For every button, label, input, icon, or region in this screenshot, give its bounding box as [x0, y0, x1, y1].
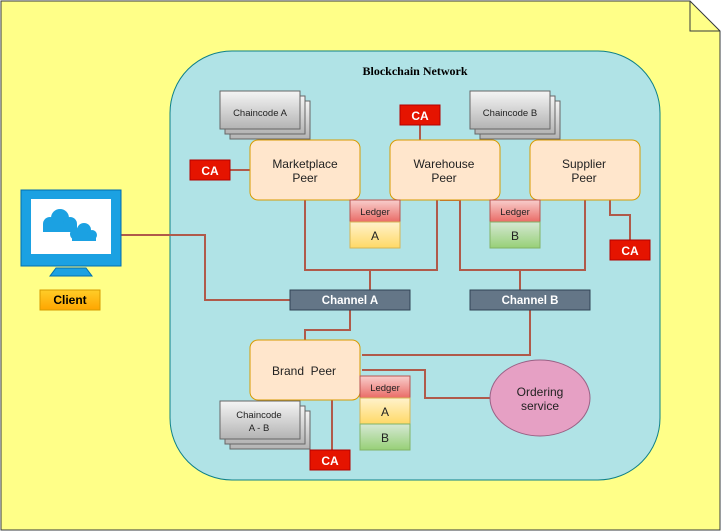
connector-client-channel-a: [121, 234, 290, 301]
channel-a-label: Channel A: [322, 295, 378, 307]
supplier-peer-line1: Supplier: [562, 157, 606, 171]
connector-channel-a-brand: [304, 310, 351, 340]
chaincode-a-label: Chaincode A: [233, 108, 288, 119]
warehouse-peer-line1: Warehouse: [414, 157, 475, 171]
connector-supplier-ca: [609, 200, 631, 240]
ledger-brand-b: B: [381, 431, 389, 445]
chaincode-ab-label-2: A - B: [249, 423, 270, 434]
client-monitor-icon[interactable]: [20, 189, 122, 277]
cloud-icon: [43, 209, 97, 241]
chaincode-ab[interactable]: Chaincode A - B: [219, 400, 311, 450]
chaincode-b[interactable]: Chaincode B: [469, 90, 561, 140]
ledger-marketplace-a: A: [371, 229, 379, 243]
chaincode-ab-label-1: Chaincode: [236, 410, 281, 421]
connector-supplier-channel-b: [520, 200, 586, 271]
ca-supplier-label: CA: [621, 244, 639, 258]
marketplace-peer-line1: Marketplace: [272, 157, 338, 171]
connector-channel-b-brand: [362, 310, 531, 356]
ledger-supplier-b: B: [511, 229, 519, 243]
supplier-peer-line2: Peer: [571, 171, 596, 185]
warehouse-peer[interactable]: Warehouse Peer: [389, 139, 501, 201]
ledger-marketplace[interactable]: Ledger A: [349, 199, 401, 249]
ordering-service-line1: Ordering: [517, 385, 564, 399]
connector-brand-ordering: [362, 369, 490, 399]
channel-b-label: Channel B: [502, 295, 559, 307]
channel-b[interactable]: Channel B: [469, 289, 591, 311]
chaincode-a[interactable]: Chaincode A: [219, 90, 311, 140]
ledger-marketplace-header: Ledger: [360, 207, 390, 218]
ca-brand-label: CA: [321, 454, 339, 468]
ordering-service-line2: service: [521, 399, 559, 413]
note-fold: [689, 1, 720, 32]
channel-a[interactable]: Channel A: [289, 289, 411, 311]
ca-brand[interactable]: CA: [309, 449, 351, 471]
client-label-box: Client: [39, 289, 101, 311]
ca-marketplace-label: CA: [201, 164, 219, 178]
network-title: Blockchain Network: [363, 64, 468, 78]
warehouse-peer-line2: Peer: [431, 171, 456, 185]
ca-marketplace[interactable]: CA: [189, 159, 231, 181]
connector-warehouse-channel-a: [370, 200, 438, 271]
marketplace-peer[interactable]: Marketplace Peer: [249, 139, 361, 201]
ordering-service[interactable]: Ordering service: [489, 359, 591, 437]
ledger-brand[interactable]: Ledger A B: [359, 375, 411, 451]
ca-supplier[interactable]: CA: [609, 239, 651, 261]
client-label: Client: [53, 293, 86, 307]
ca-warehouse[interactable]: CA: [399, 104, 441, 126]
ledger-supplier-header: Ledger: [500, 207, 530, 218]
marketplace-peer-line2: Peer: [292, 171, 317, 185]
ledger-supplier[interactable]: Ledger B: [489, 199, 541, 249]
connector-marketplace-channel-a: [304, 200, 371, 290]
supplier-peer[interactable]: Supplier Peer: [529, 139, 641, 201]
ledger-brand-a: A: [381, 405, 389, 419]
ca-warehouse-label: CA: [411, 109, 429, 123]
chaincode-b-label: Chaincode B: [483, 108, 537, 119]
connector-warehouse-channel-b: [459, 200, 521, 290]
brand-peer-label: Brand Peer: [272, 364, 336, 378]
ledger-brand-header: Ledger: [370, 383, 400, 394]
brand-peer[interactable]: Brand Peer: [249, 339, 361, 401]
